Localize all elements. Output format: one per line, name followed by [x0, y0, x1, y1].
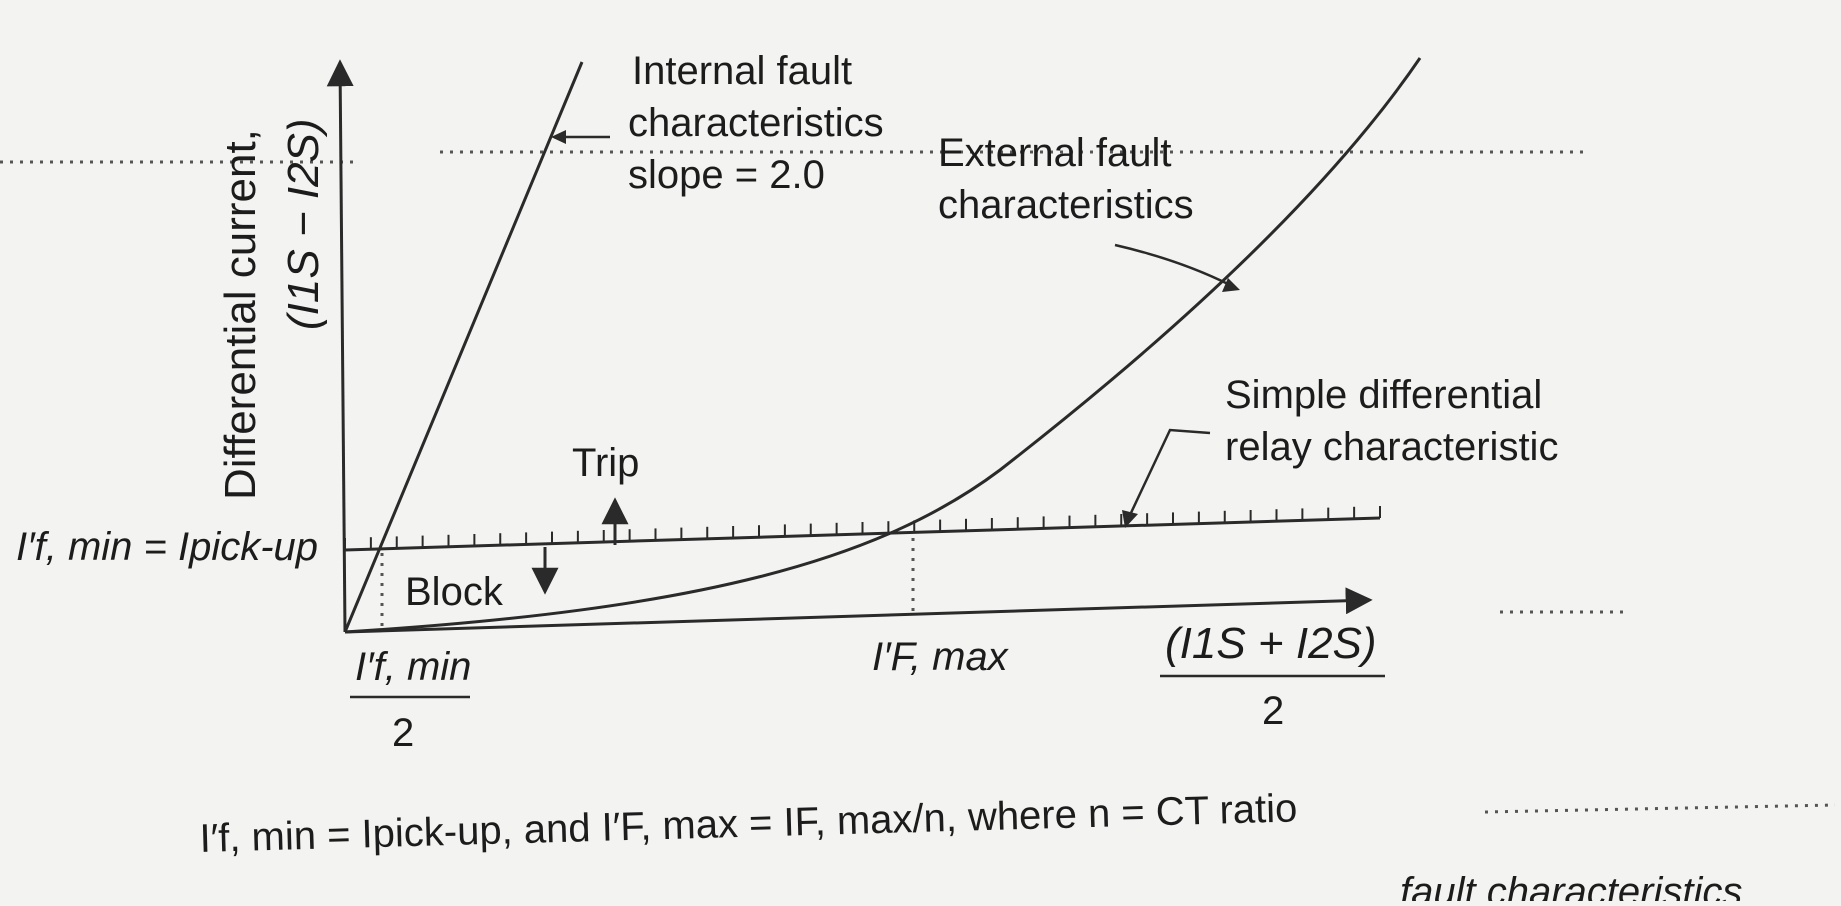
footnote-dotted-trail	[1484, 803, 1836, 814]
relay-pointer	[1128, 428, 1211, 516]
x-axis-label-numerator: (I1S + I2S)	[1165, 619, 1377, 668]
relay-hatch-marks	[344, 506, 1381, 550]
external-fault-label-2: characteristics	[938, 183, 1194, 227]
internal-fault-label-3: slope = 2.0	[628, 153, 825, 197]
internal-fault-pointer-head	[551, 130, 566, 144]
internal-fault-label-1: Internal fault	[632, 49, 852, 93]
block-label: Block	[405, 570, 504, 614]
x-tick-left-denominator: 2	[392, 711, 414, 755]
external-fault-pointer-head	[1222, 278, 1240, 292]
external-fault-curve	[344, 57, 1422, 634]
footnote: I′f, min = Ipick-up, and I′F, max = IF, …	[199, 786, 1298, 861]
internal-fault-line	[343, 61, 584, 633]
pickup-label: I′f, min = Ipick-up	[16, 525, 318, 569]
external-fault-label-1: External fault	[938, 131, 1171, 175]
y-axis-label-line2: (I1S − I2S)	[279, 118, 328, 330]
y-axis-label: Differential current,	[216, 129, 265, 500]
x-tick-fmax: I′F, max	[872, 635, 1010, 679]
relay-label-2: relay characteristic	[1225, 425, 1558, 469]
caption-partial: fault characteristics	[1400, 870, 1742, 901]
y-axis	[326, 59, 354, 633]
relay-pointer-head	[1122, 510, 1138, 528]
trip-label: Trip	[572, 441, 639, 485]
y-axis-label-2: (I1S − I2S)	[279, 118, 328, 330]
x-axis	[344, 587, 1373, 634]
relay-label-1: Simple differential	[1225, 373, 1542, 417]
x-tick-left-numerator: I′f, min	[355, 645, 471, 689]
external-fault-pointer	[1114, 243, 1231, 287]
internal-fault-label-2: characteristics	[628, 101, 884, 145]
x-axis-label-denominator: 2	[1262, 689, 1284, 733]
y-axis-label-line1: Differential current,	[216, 129, 265, 500]
